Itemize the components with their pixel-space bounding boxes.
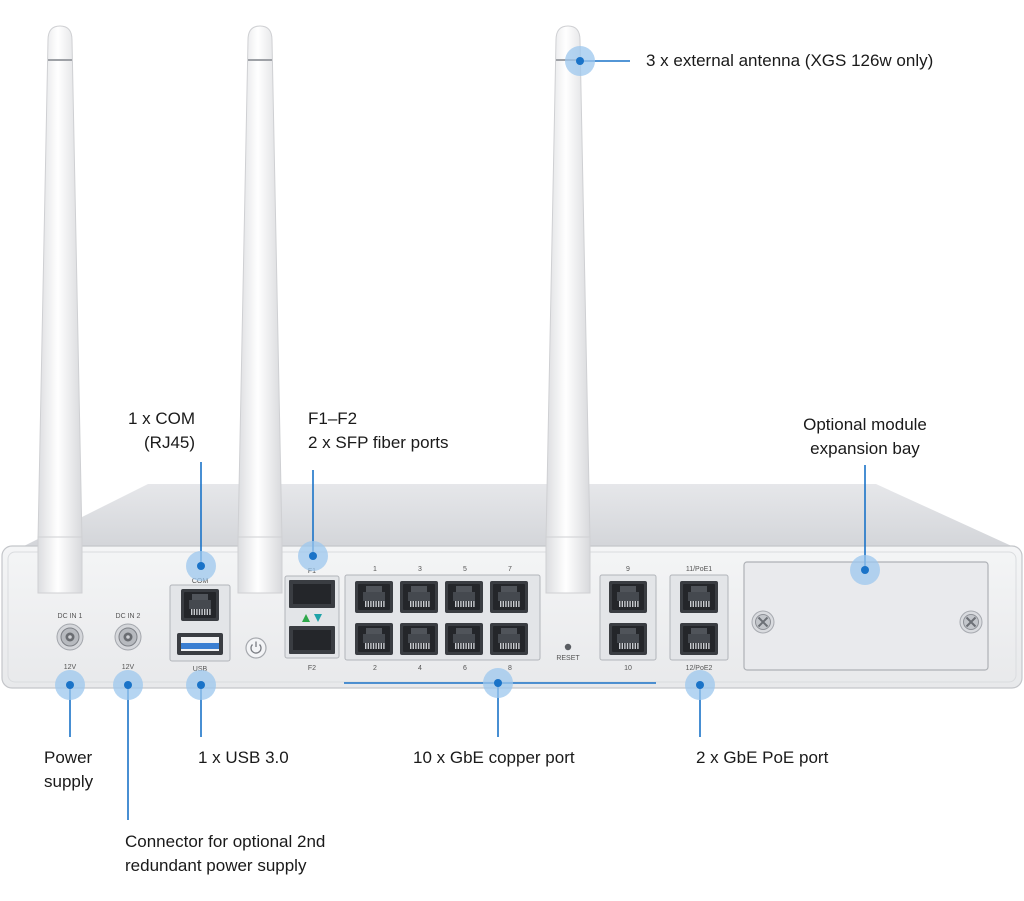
port-11-label: 11/PoE1	[686, 566, 712, 573]
port-7-label: 7	[508, 566, 512, 573]
port-1-label: 1	[373, 566, 377, 573]
chassis-top	[20, 484, 1016, 548]
dc-jack-icon	[114, 623, 142, 651]
port-2-label: 2	[373, 665, 377, 672]
rj45-port-icon	[445, 581, 483, 613]
port-10-label: 10	[624, 665, 632, 672]
com-port-label: COM	[192, 578, 209, 585]
port-9-label: 9	[626, 566, 630, 573]
callout-com-line2: (RJ45)	[144, 433, 196, 452]
f1-label: F1	[308, 568, 316, 575]
port-4-label: 4	[418, 665, 422, 672]
rj45-port-icon	[609, 623, 647, 655]
dc-jack-icon	[56, 623, 84, 651]
port-3-label: 3	[418, 566, 422, 573]
callout-poe: 2 x GbE PoE port	[696, 748, 829, 767]
dc-in-2-label: DC IN 2	[116, 613, 141, 620]
usb-port-label: USB	[193, 666, 208, 673]
dc-in-1-label: DC IN 1	[58, 613, 83, 620]
antenna-right	[545, 25, 591, 594]
port-8-label: 8	[508, 665, 512, 672]
port-6-label: 6	[463, 665, 467, 672]
callout-com-line1: 1 x COM	[128, 409, 196, 428]
antenna-middle	[237, 25, 283, 594]
callout-copper: 10 x GbE copper port	[413, 748, 575, 767]
usb-port-icon	[177, 633, 223, 655]
rj45-port-icon	[400, 623, 438, 655]
callout-module-line2: expansion bay	[810, 439, 920, 458]
callout-redundant-line2: redundant power supply	[125, 856, 307, 875]
callout-redundant-line1: Connector for optional 2nd	[125, 832, 326, 851]
sfp-port-icon	[284, 575, 340, 659]
rj45-port-icon	[490, 623, 528, 655]
callout-markers	[55, 46, 880, 700]
rj45-port-icon	[355, 581, 393, 613]
screw-icon	[959, 610, 983, 634]
callout-usb: 1 x USB 3.0	[198, 748, 289, 767]
rj45-port-icon	[490, 581, 528, 613]
reset-button[interactable]	[564, 643, 572, 651]
port-5-label: 5	[463, 566, 467, 573]
volt-1-label: 12V	[64, 664, 77, 671]
callout-power-line1: Power	[44, 748, 93, 767]
rj45-port-icon	[181, 589, 219, 621]
rj45-port-icon	[680, 581, 718, 613]
rj45-port-icon	[609, 581, 647, 613]
rj45-port-icon	[355, 623, 393, 655]
rj45-port-icon	[680, 623, 718, 655]
rj45-port-icon	[445, 623, 483, 655]
callout-antenna: 3 x external antenna (XGS 126w only)	[646, 51, 934, 70]
power-button-icon[interactable]	[245, 637, 267, 659]
callout-sfp-line1: F1–F2	[308, 409, 358, 428]
antenna-left	[37, 25, 83, 594]
screw-icon	[751, 610, 775, 634]
port-12-label: 12/PoE2	[686, 665, 713, 672]
callout-module-line1: Optional module	[803, 415, 927, 434]
callout-power-line2: supply	[44, 772, 94, 791]
callout-sfp-line2: 2 x SFP fiber ports	[308, 433, 449, 452]
reset-label: RESET	[556, 655, 580, 662]
rj45-port-icon	[400, 581, 438, 613]
volt-2-label: 12V	[122, 664, 135, 671]
f2-label: F2	[308, 665, 316, 672]
